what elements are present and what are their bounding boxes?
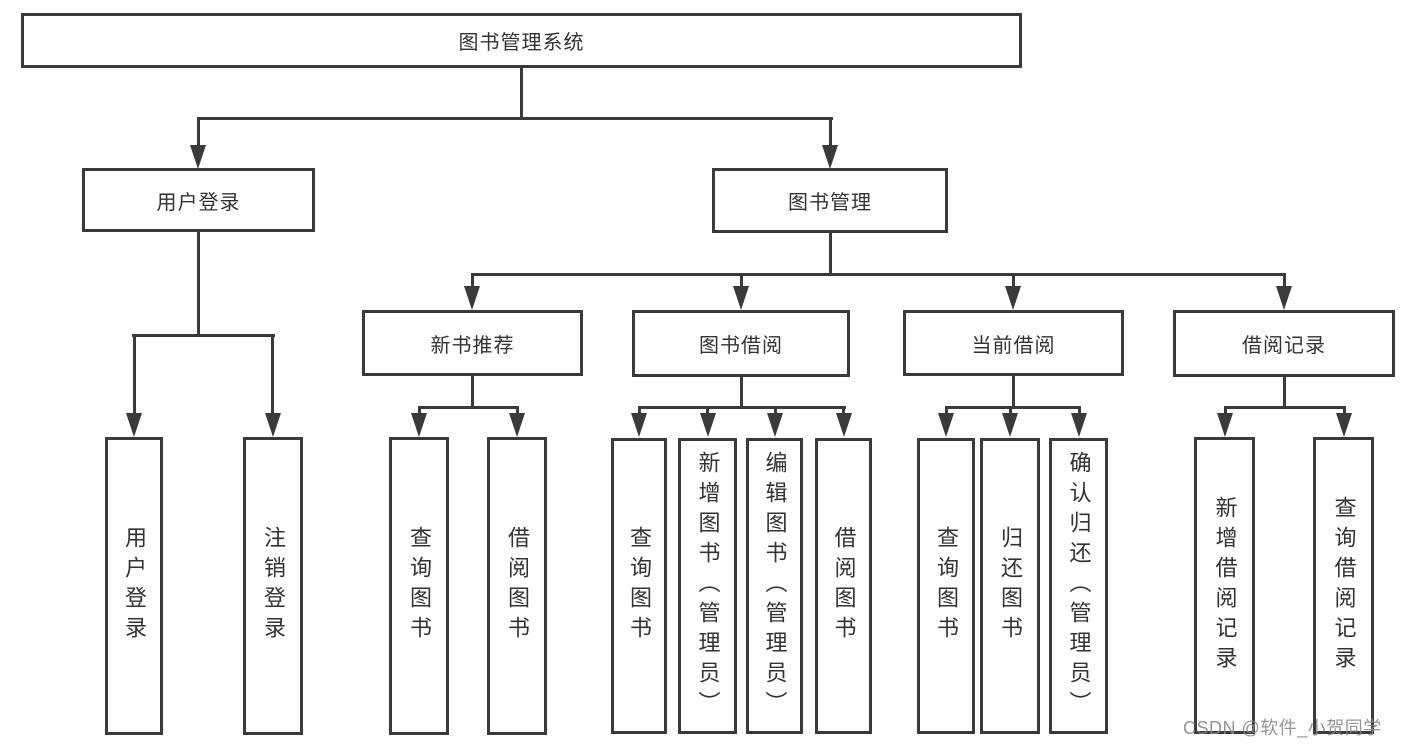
connector-line <box>133 334 136 414</box>
connector-line <box>516 406 519 416</box>
leaf-label: 查询图书 <box>407 526 432 646</box>
leaf-label: 查询借阅记录 <box>1331 495 1357 676</box>
connector-line <box>1283 273 1286 289</box>
arrow-down-icon <box>464 286 480 310</box>
arrow-down-icon <box>938 413 954 437</box>
arrow-down-icon <box>190 145 206 169</box>
connector-line <box>638 406 846 409</box>
csdn-watermark: CSDN @软件_小贺同学 <box>1183 718 1382 738</box>
connector-line <box>945 406 1081 409</box>
arrow-down-icon <box>836 413 852 437</box>
leaf-user-login: 用户登录 <box>105 437 163 735</box>
connector-line <box>829 231 832 276</box>
leaf-borrow-books-recommend: 借阅图书 <box>487 437 547 735</box>
connector-line <box>418 406 421 416</box>
leaf-label: 编辑图书（管理员） <box>762 451 788 721</box>
node-user-login: 用户登录 <box>82 168 315 232</box>
node-library-management-system: 图书管理系统 <box>21 13 1022 68</box>
leaf-label: 确认归还（管理员） <box>1066 451 1092 721</box>
leaf-query-books-current: 查询图书 <box>917 438 975 734</box>
leaf-query-books-recommend: 查询图书 <box>389 437 449 735</box>
arrow-down-icon <box>767 413 783 437</box>
connector-line <box>1283 375 1286 409</box>
connector-line <box>520 66 523 120</box>
leaf-label: 查询图书 <box>627 526 652 646</box>
node-book-borrowing: 图书借阅 <box>632 310 850 377</box>
arrow-down-icon <box>631 413 647 437</box>
arrow-down-icon <box>1071 413 1087 437</box>
leaf-edit-books-admin: 编辑图书（管理员） <box>746 438 803 734</box>
connector-line <box>740 375 743 409</box>
connector-line <box>132 334 275 337</box>
arrow-down-icon <box>1217 413 1233 437</box>
leaf-borrow-books: 借阅图书 <box>815 438 872 734</box>
connector-line <box>197 117 833 120</box>
leaf-label: 用户登录 <box>122 526 147 646</box>
connector-line <box>774 406 777 416</box>
arrow-down-icon <box>1276 286 1292 310</box>
leaf-label: 查询图书 <box>934 526 959 646</box>
leaf-logout: 注销登录 <box>243 437 303 735</box>
connector-line <box>829 117 832 149</box>
leaf-label: 归还图书 <box>998 526 1023 646</box>
connector-line <box>471 273 1286 276</box>
connector-line <box>471 374 474 409</box>
connector-line <box>418 406 519 409</box>
arrow-down-icon <box>509 413 525 437</box>
arrow-down-icon <box>1002 413 1018 437</box>
connector-line <box>638 406 641 416</box>
leaf-add-borrow-record: 新增借阅记录 <box>1194 437 1255 734</box>
arrow-down-icon <box>700 413 716 437</box>
arrow-down-icon <box>1005 286 1021 310</box>
connector-line <box>1012 273 1015 289</box>
arrow-down-icon <box>822 145 838 169</box>
connector-line <box>740 273 743 289</box>
arrow-down-icon <box>733 286 749 310</box>
connector-line <box>945 406 948 416</box>
leaf-label: 新增借阅记录 <box>1212 495 1238 676</box>
node-borrowing-records: 借阅记录 <box>1173 310 1395 377</box>
connector-line <box>1343 406 1346 416</box>
connector-line <box>197 230 200 337</box>
leaf-label: 借阅图书 <box>505 526 530 646</box>
arrow-down-icon <box>265 413 281 437</box>
leaf-label: 借阅图书 <box>831 526 857 646</box>
leaf-label: 新增图书（管理员） <box>695 451 721 721</box>
leaf-label: 注销登录 <box>261 526 286 646</box>
connector-line <box>197 117 200 149</box>
connector-line <box>842 406 845 416</box>
leaf-confirm-return-admin: 确认归还（管理员） <box>1049 438 1108 734</box>
connector-line <box>271 334 274 414</box>
connector-line <box>1224 406 1346 409</box>
leaf-query-books-borrow: 查询图书 <box>611 438 667 734</box>
connector-line <box>1009 406 1012 416</box>
leaf-add-books-admin: 新增图书（管理员） <box>678 438 737 734</box>
connector-line <box>1012 374 1015 409</box>
leaf-return-books: 归还图书 <box>980 438 1040 734</box>
node-new-book-recommend: 新书推荐 <box>362 310 583 376</box>
connector-line <box>471 273 474 289</box>
connector-line <box>1224 406 1227 416</box>
leaf-query-borrow-record: 查询借阅记录 <box>1313 437 1374 734</box>
connector-line <box>1078 406 1081 416</box>
arrow-down-icon <box>1336 413 1352 437</box>
arrow-down-icon <box>411 413 427 437</box>
node-book-management: 图书管理 <box>712 168 948 233</box>
node-current-borrowing: 当前借阅 <box>903 310 1124 376</box>
connector-line <box>706 406 709 416</box>
arrow-down-icon <box>126 413 142 437</box>
